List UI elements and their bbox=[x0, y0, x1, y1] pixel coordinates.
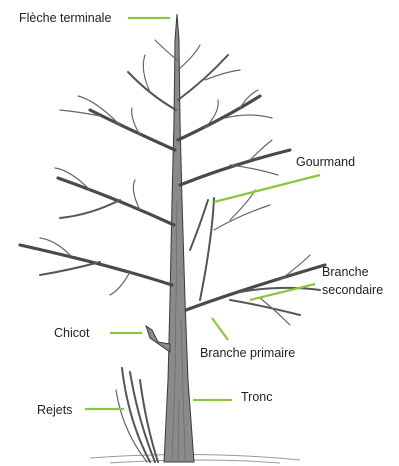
rejets-shoots bbox=[116, 368, 158, 462]
label-fleche-terminale: Flèche terminale bbox=[19, 11, 111, 25]
leader-branche-primaire bbox=[212, 318, 228, 340]
chicot-stub bbox=[146, 326, 170, 352]
ground bbox=[90, 454, 300, 463]
label-secondaire: secondaire bbox=[322, 283, 383, 297]
label-gourmand: Gourmand bbox=[296, 155, 355, 169]
labels: Flèche terminale Gourmand Branche second… bbox=[19, 11, 383, 417]
trunk-shape bbox=[164, 14, 194, 462]
label-tronc: Tronc bbox=[241, 390, 273, 404]
label-branche: Branche bbox=[322, 265, 369, 279]
label-rejets: Rejets bbox=[37, 403, 72, 417]
leader-gourmand bbox=[214, 175, 320, 202]
label-chicot: Chicot bbox=[54, 326, 90, 340]
label-branche-primaire: Branche primaire bbox=[200, 346, 295, 360]
